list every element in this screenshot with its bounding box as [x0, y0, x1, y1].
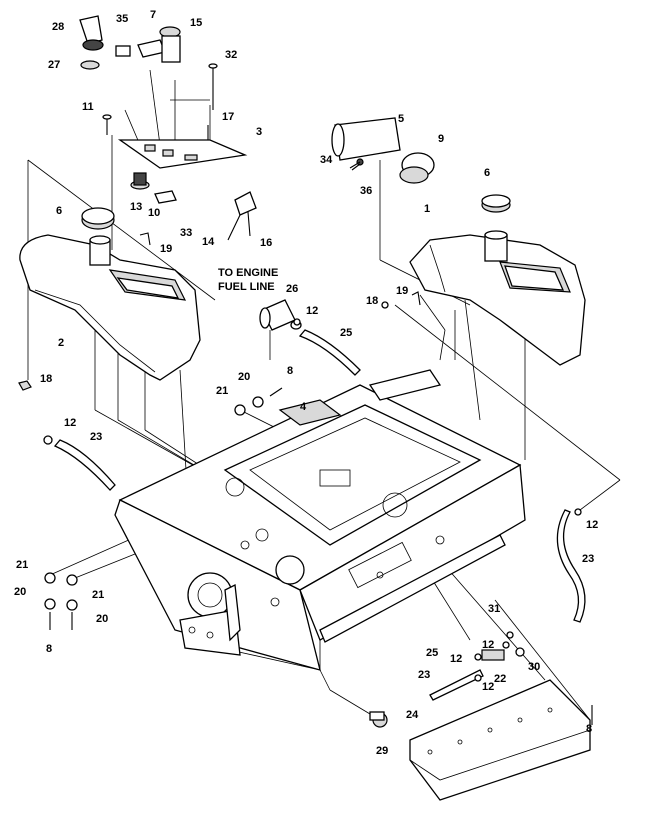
control-plate-assembly: [79, 15, 257, 241]
callout-16: 16: [260, 237, 272, 249]
callout-28: 28: [52, 21, 64, 33]
right-fuel-tank: [409, 194, 586, 366]
callout-8-right: 8: [586, 723, 592, 735]
callout-12-right: 12: [586, 519, 598, 531]
callout-6-left: 6: [56, 205, 62, 217]
callout-9: 9: [438, 133, 444, 145]
callout-12-b2: 12: [450, 653, 462, 665]
callout-20-bl2: 20: [96, 613, 108, 625]
callout-21-bl2: 21: [92, 589, 104, 601]
left-fuel-tank: [19, 207, 201, 381]
callout-6-right: 6: [484, 167, 490, 179]
callout-labels: 28 35 7 15 32 27 11 17 3 5 9 34 36 13 10…: [14, 9, 598, 757]
callout-20-top: 20: [238, 371, 250, 383]
main-frame: [114, 369, 526, 671]
callout-1: 1: [424, 203, 430, 215]
callout-30: 30: [528, 661, 540, 673]
callout-4: 4: [300, 401, 307, 413]
callout-33: 33: [180, 227, 192, 239]
callout-15: 15: [190, 17, 202, 29]
callout-25-top: 25: [340, 327, 352, 339]
fasteners: [18, 163, 593, 725]
callout-26: 26: [286, 283, 298, 295]
callout-23-right: 23: [582, 553, 594, 565]
callout-18-left: 18: [40, 373, 52, 385]
callout-12-left: 12: [64, 417, 76, 429]
callout-2: 2: [58, 337, 64, 349]
callout-12-b3: 12: [482, 681, 494, 693]
callout-13: 13: [130, 201, 142, 213]
callout-25-bottom: 25: [426, 647, 438, 659]
callout-8-bl: 8: [46, 643, 52, 655]
fuel-filter-and-hoses: [43, 299, 586, 728]
note-line2: FUEL LINE: [218, 281, 275, 293]
callout-23-left: 23: [90, 431, 102, 443]
callout-23-bottom: 23: [418, 669, 430, 681]
callout-11: 11: [82, 101, 94, 113]
callout-32: 32: [225, 49, 237, 61]
callout-31: 31: [488, 603, 500, 615]
callout-12-b1: 12: [482, 639, 494, 651]
note-line1: TO ENGINE: [218, 267, 278, 279]
callout-34: 34: [320, 154, 333, 166]
callout-3: 3: [256, 126, 262, 138]
callout-18-right: 18: [366, 295, 378, 307]
callout-14: 14: [202, 236, 215, 248]
callout-36: 36: [360, 185, 372, 197]
callout-20-bl1: 20: [14, 586, 26, 598]
callout-21-bl1: 21: [16, 559, 28, 571]
callout-5: 5: [398, 113, 404, 125]
callout-21-top: 21: [216, 385, 228, 397]
callout-29: 29: [376, 745, 388, 757]
callout-12-top: 12: [306, 305, 318, 317]
callout-19-right: 19: [396, 285, 408, 297]
callout-27: 27: [48, 59, 60, 71]
callout-8-top: 8: [287, 365, 293, 377]
bottom-shield: [409, 679, 591, 801]
cup-holder: [331, 117, 435, 184]
callout-19-left: 19: [160, 243, 172, 255]
callout-17: 17: [222, 111, 234, 123]
callout-7: 7: [150, 9, 156, 21]
callout-24: 24: [406, 709, 419, 721]
callout-35: 35: [116, 13, 128, 25]
callout-22: 22: [494, 673, 506, 685]
engine-fuel-line-note: TO ENGINE FUEL LINE: [218, 267, 278, 293]
callout-10: 10: [148, 207, 160, 219]
